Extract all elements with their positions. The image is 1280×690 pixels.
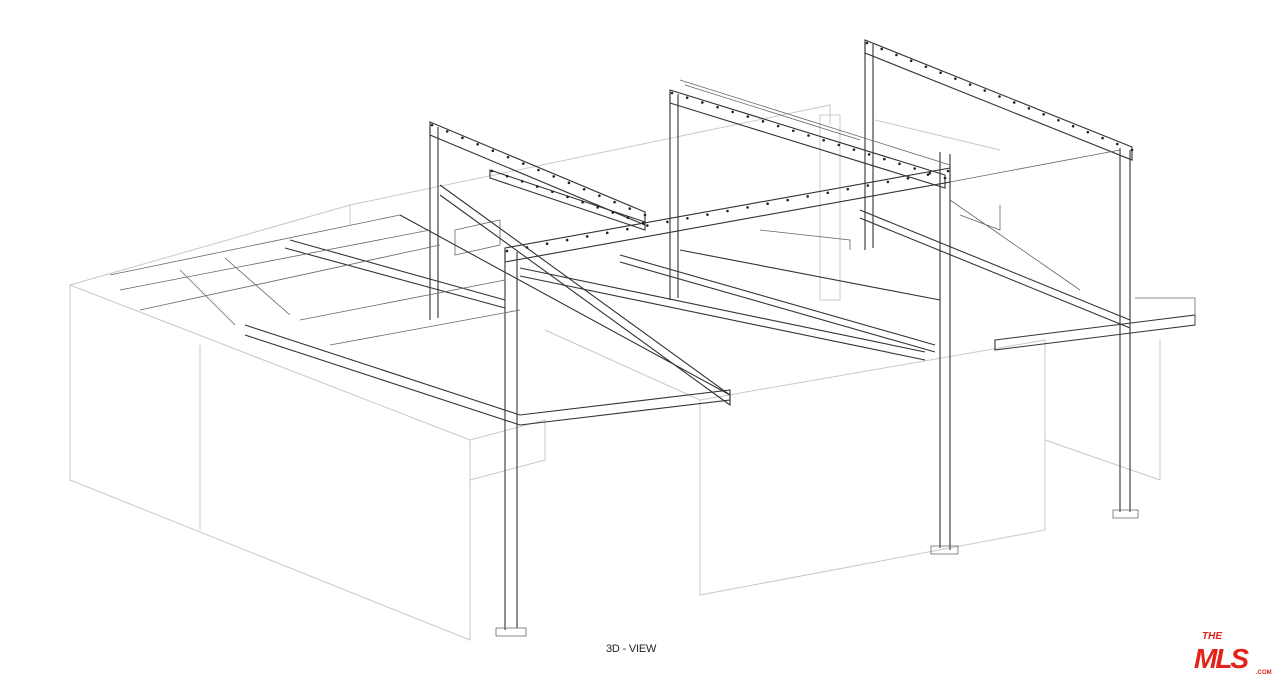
- svg-text:.COM: .COM: [1256, 670, 1272, 676]
- existing-walls: [69, 104, 1161, 641]
- steel-beams: [109, 39, 1196, 426]
- svg-text:THE: THE: [1202, 631, 1222, 642]
- view-caption: 3D - VIEW: [606, 643, 657, 655]
- mls-logo: THE MLS .COM: [1194, 631, 1272, 676]
- steel-columns: [429, 42, 1139, 637]
- bolt-marks: [430, 41, 1134, 253]
- svg-text:MLS: MLS: [1194, 643, 1249, 674]
